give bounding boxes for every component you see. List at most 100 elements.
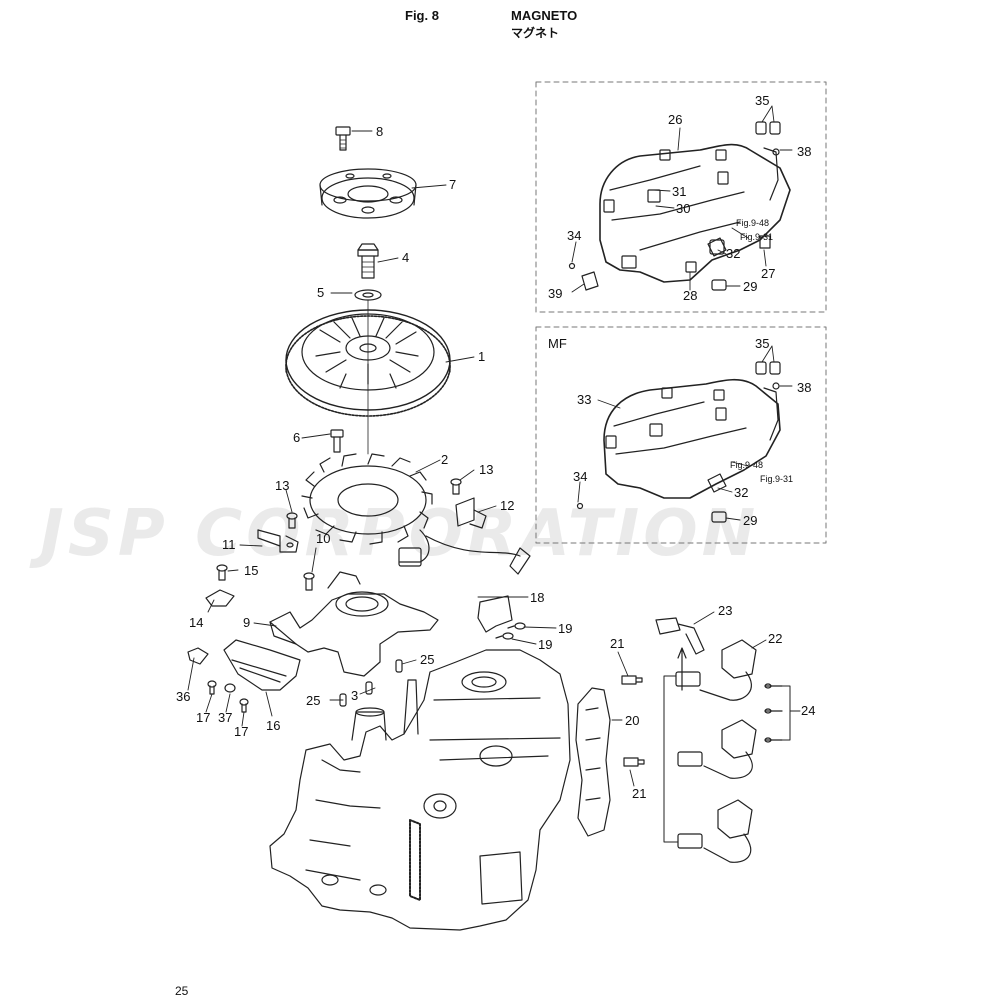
callout-8: 8 — [376, 124, 383, 139]
bolt-part-17-b — [239, 698, 249, 713]
callout-29-top: 29 — [743, 279, 757, 294]
callout-18: 18 — [530, 590, 544, 605]
ignition-coil-middle — [677, 719, 757, 779]
callout-4: 4 — [402, 250, 409, 265]
leader-lines — [187, 105, 801, 787]
cover-part-7 — [319, 168, 417, 219]
grommet-part-34-mf — [576, 502, 584, 510]
bolt-part-21-b — [623, 757, 645, 767]
coil-group-bracket — [663, 675, 679, 843]
callout-25-lower: 25 — [306, 693, 320, 708]
callout-39: 39 — [548, 286, 562, 301]
screw-part-13-right — [450, 478, 462, 495]
bracket-part-18 — [477, 595, 513, 633]
callout-31: 31 — [672, 184, 686, 199]
callout-37: 37 — [218, 710, 232, 725]
callout-34-top: 34 — [567, 228, 581, 243]
callout-20: 20 — [625, 713, 639, 728]
grommet-part-34-top — [568, 262, 576, 270]
mf-panel-label: MF — [548, 336, 567, 351]
callout-7: 7 — [449, 177, 456, 192]
dowel-part-3 — [365, 681, 373, 695]
figure-number: Fig. 8 — [405, 8, 439, 23]
clip-part-29-mf — [711, 511, 727, 523]
callout-28: 28 — [683, 288, 697, 303]
callout-12: 12 — [500, 498, 514, 513]
callout-24: 24 — [801, 703, 815, 718]
callout-38-mf: 38 — [797, 380, 811, 395]
reference-fig-9-48-mf: Fig.9-48 — [730, 460, 763, 470]
bolt-part-10 — [303, 572, 315, 591]
callout-25-upper: 25 — [420, 652, 434, 667]
screw-part-15 — [216, 564, 228, 581]
harness-panel-top — [535, 81, 827, 313]
clip-part-38-top — [772, 148, 780, 156]
callout-19-upper: 19 — [558, 621, 572, 636]
callout-15: 15 — [244, 563, 258, 578]
callout-5: 5 — [317, 285, 324, 300]
bolt-part-17-a — [207, 680, 217, 695]
plug-part-27 — [759, 235, 771, 249]
washer-part-37 — [224, 683, 236, 693]
callout-6: 6 — [293, 430, 300, 445]
callout-3: 3 — [351, 688, 358, 703]
callout-34-mf: 34 — [573, 469, 587, 484]
connector-part-39 — [581, 271, 599, 291]
figure-title: MAGNETO — [511, 8, 578, 23]
engine-block — [269, 649, 571, 931]
reference-fig-9-48-top: Fig.9-48 — [736, 218, 769, 228]
stator-part-2 — [301, 453, 531, 575]
washer-part-5 — [354, 289, 382, 301]
harness-panel-mf — [535, 326, 827, 544]
screw-part-19-b — [495, 632, 514, 640]
callout-2: 2 — [441, 452, 448, 467]
ignition-coil-top — [675, 639, 757, 701]
clip-part-38-mf — [772, 382, 780, 390]
install-arrow — [677, 647, 687, 691]
callout-35-mf: 35 — [755, 336, 769, 351]
screw-part-13-left — [286, 512, 298, 529]
callout-16: 16 — [266, 718, 280, 733]
callout-27: 27 — [761, 266, 775, 281]
callout-30: 30 — [676, 201, 690, 216]
callout-35-top: 35 — [755, 93, 769, 108]
callout-10: 10 — [316, 531, 330, 546]
callout-38-top: 38 — [797, 144, 811, 159]
reference-fig-9-31-mf: Fig.9-31 — [760, 474, 793, 484]
reference-fig-9-31-top: Fig.9-31 — [740, 232, 773, 242]
ignition-coil-bottom — [677, 799, 753, 863]
flywheel-bolt-part-4 — [357, 243, 379, 279]
bracket-part-11 — [257, 529, 299, 553]
screw-part-19-a — [507, 622, 526, 630]
callout-33: 33 — [577, 392, 591, 407]
figure-title-japanese: マグネト — [511, 26, 560, 40]
sensor-part-32-mf — [707, 473, 727, 493]
callout-13-left: 13 — [275, 478, 289, 493]
callout-17-right: 17 — [234, 724, 248, 739]
stator-base-part-9 — [269, 571, 439, 677]
sensor-part-32-top — [707, 237, 727, 257]
callout-1: 1 — [478, 349, 485, 364]
regulator-part-16 — [223, 639, 301, 691]
fastener-part-36 — [187, 647, 209, 665]
clip-part-29-top — [711, 279, 727, 291]
callout-26: 26 — [668, 112, 682, 127]
clamp-part-14 — [205, 589, 235, 607]
callout-21-lower: 21 — [632, 786, 646, 801]
callout-23: 23 — [718, 603, 732, 618]
callout-19-lower: 19 — [538, 637, 552, 652]
callout-9: 9 — [243, 615, 250, 630]
callout-14: 14 — [189, 615, 203, 630]
plate-part-20 — [575, 687, 611, 837]
bolt-part-6 — [330, 429, 344, 453]
callout-32-top: 32 — [726, 246, 740, 261]
callout-21-upper: 21 — [610, 636, 624, 651]
callout-29-mf: 29 — [743, 513, 757, 528]
wire-harness-part-33 — [603, 361, 781, 499]
bolt-part-21-a — [621, 675, 643, 685]
callout-32-mf: 32 — [734, 485, 748, 500]
callout-13-right: 13 — [479, 462, 493, 477]
callout-22: 22 — [768, 631, 782, 646]
wire-harness-part-26 — [599, 121, 791, 283]
